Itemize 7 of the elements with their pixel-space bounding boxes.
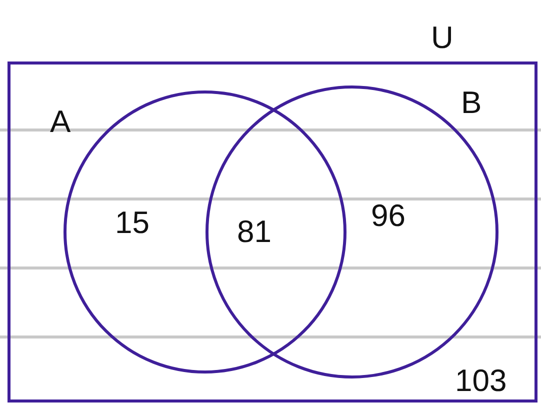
region-count: 15 [115, 207, 150, 238]
set-label: U [431, 22, 454, 53]
region-count: 96 [371, 200, 406, 231]
region-count: 103 [455, 365, 507, 396]
set-label: B [461, 87, 482, 118]
region-count: 81 [237, 216, 272, 247]
set-label: A [50, 106, 71, 137]
